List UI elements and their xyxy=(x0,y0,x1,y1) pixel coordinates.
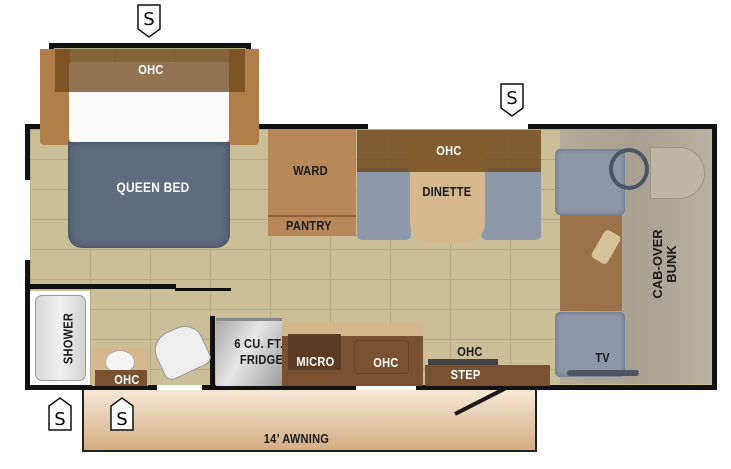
cab-over-bunk-label: CAB-OVER BUNK xyxy=(650,219,679,309)
window xyxy=(25,180,30,260)
window xyxy=(368,124,528,129)
fridge-wall xyxy=(210,316,215,388)
steering-wheel-icon xyxy=(609,148,649,190)
kitchen-ohc-label: OHC xyxy=(373,355,399,370)
wardrobe-label: WARD xyxy=(293,163,328,178)
awning xyxy=(82,388,537,452)
slide-marker-bedroom: S xyxy=(137,4,161,38)
shower-label: SHOWER xyxy=(60,312,76,365)
bath-ohc xyxy=(95,370,147,386)
bedroom-ohc-label: OHC xyxy=(138,62,164,77)
slide-marker-bath-2: S xyxy=(110,397,134,431)
passenger-seat[interactable] xyxy=(555,312,625,377)
bath-ohc-label: OHC xyxy=(114,372,140,387)
slide-marker-bath-1: S xyxy=(48,397,72,431)
tv-label: TV xyxy=(595,350,610,365)
micro-label: MICRO xyxy=(296,354,335,369)
window xyxy=(157,385,202,390)
dinette-seat-right[interactable] xyxy=(481,168,541,240)
dinette-ohc xyxy=(357,130,541,172)
step-ohc xyxy=(428,359,498,365)
window xyxy=(356,385,416,390)
cab-console xyxy=(560,213,622,311)
wardrobe[interactable] xyxy=(268,129,356,215)
fridge-label-line2: FRIDGE xyxy=(239,352,284,367)
entry-step[interactable] xyxy=(425,365,550,386)
queen-bed-label: QUEEN BED xyxy=(116,179,190,195)
dashboard xyxy=(650,147,705,199)
fridge-label-line1: 6 CU. FT. xyxy=(234,336,284,351)
bath-wall xyxy=(175,288,231,291)
microwave[interactable] xyxy=(288,334,341,370)
slide-marker-text: S xyxy=(143,9,154,30)
cab-over-line2: BUNK xyxy=(664,245,679,283)
slide-marker-text: S xyxy=(116,409,127,430)
sink-icon xyxy=(354,340,409,374)
pantry-label: PANTRY xyxy=(286,218,332,233)
shower-pan xyxy=(35,295,86,381)
dinette-ohc-label: OHC xyxy=(436,143,462,158)
awning-label: 14’ AWNING xyxy=(263,431,330,446)
slide-marker-text: S xyxy=(506,88,517,109)
tv xyxy=(567,370,639,376)
fridge[interactable] xyxy=(216,318,282,386)
pantry[interactable] xyxy=(268,215,356,236)
slide-marker-text: S xyxy=(54,409,65,430)
cab-over-line1: CAB-OVER xyxy=(650,229,665,299)
bath-wall xyxy=(28,284,176,289)
dinette-label: DINETTE xyxy=(422,184,472,199)
slide-marker-dinette: S xyxy=(500,83,524,117)
queen-bed[interactable] xyxy=(68,142,230,248)
bedroom-ohc xyxy=(55,49,245,92)
step-label: STEP xyxy=(450,367,481,382)
step-ohc-label: OHC xyxy=(457,344,483,359)
dinette-seat-left[interactable] xyxy=(357,168,411,240)
